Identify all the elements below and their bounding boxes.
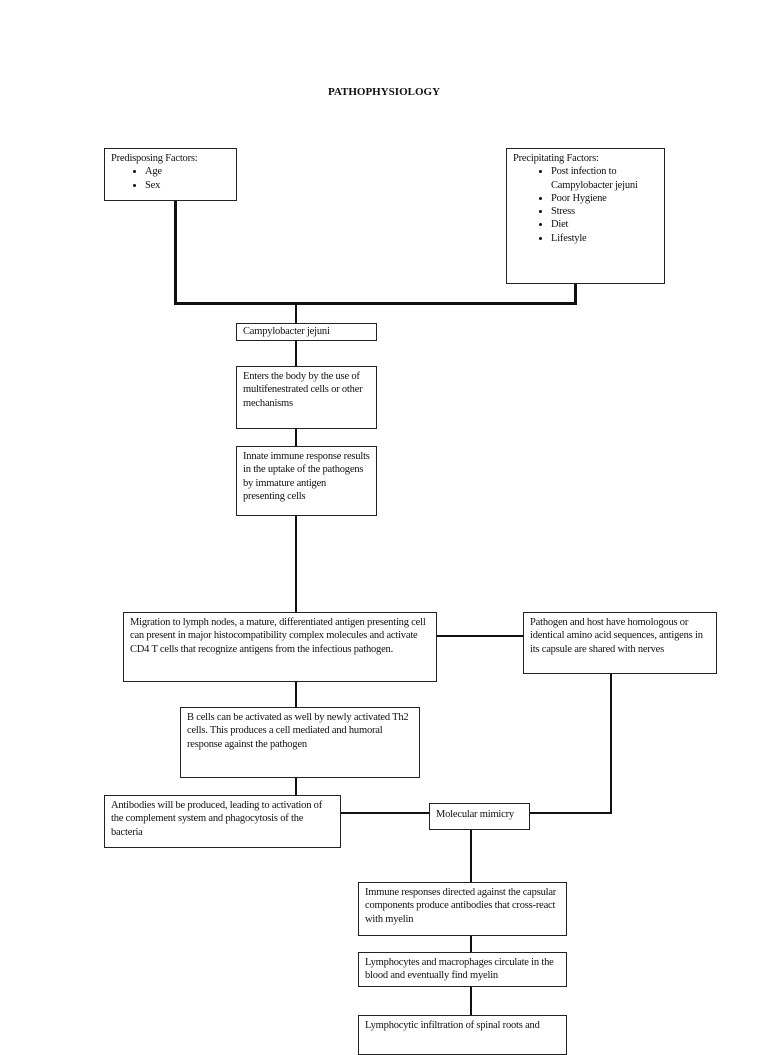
migration-box: Migration to lymph nodes, a mature, diff… xyxy=(123,612,437,682)
immune-responses-box: Immune responses directed against the ca… xyxy=(358,882,567,936)
connector xyxy=(436,635,523,637)
enters-body-box: Enters the body by the use of multifenes… xyxy=(236,366,377,429)
connector xyxy=(574,283,577,305)
connector xyxy=(470,935,472,952)
lymphocytes-box: Lymphocytes and macrophages circulate in… xyxy=(358,952,567,987)
homologous-box: Pathogen and host have homologous or ide… xyxy=(523,612,717,674)
precipitating-heading: Precipitating Factors: xyxy=(513,153,599,164)
connector xyxy=(529,812,612,814)
list-item: Post infection to Campylobacter jejuni xyxy=(551,165,658,192)
predisposing-factors-box: Predisposing Factors: Age Sex xyxy=(104,148,237,201)
connector xyxy=(295,428,297,446)
page-title: PATHOPHYSIOLOGY xyxy=(327,86,441,98)
connector xyxy=(295,304,297,323)
infiltration-box: Lymphocytic infiltration of spinal roots… xyxy=(358,1015,567,1055)
connector xyxy=(295,681,297,707)
connector xyxy=(340,812,429,814)
b-cells-box: B cells can be activated as well by newl… xyxy=(180,707,420,778)
precipitating-factors-box: Precipitating Factors: Post infection to… xyxy=(506,148,665,284)
connector xyxy=(174,200,177,305)
connector xyxy=(174,302,577,305)
list-item: Poor Hygiene xyxy=(551,192,658,205)
connector xyxy=(295,777,297,795)
connector xyxy=(610,673,612,814)
precipitating-list: Post infection to Campylobacter jejuni P… xyxy=(513,165,658,245)
molecular-mimicry-box: Molecular mimicry xyxy=(429,803,530,830)
connector xyxy=(295,340,297,366)
predisposing-list: Age Sex xyxy=(111,165,230,192)
list-item: Sex xyxy=(145,179,230,192)
list-item: Lifestyle xyxy=(551,232,658,245)
list-item: Age xyxy=(145,165,230,178)
connector xyxy=(295,515,297,612)
antibodies-box: Antibodies will be produced, leading to … xyxy=(104,795,341,848)
innate-response-box: Innate immune response results in the up… xyxy=(236,446,377,516)
connector xyxy=(470,829,472,882)
campylobacter-box: Campylobacter jejuni xyxy=(236,323,377,341)
list-item: Diet xyxy=(551,218,658,231)
list-item: Stress xyxy=(551,205,658,218)
predisposing-heading: Predisposing Factors: xyxy=(111,153,198,164)
connector xyxy=(470,986,472,1015)
